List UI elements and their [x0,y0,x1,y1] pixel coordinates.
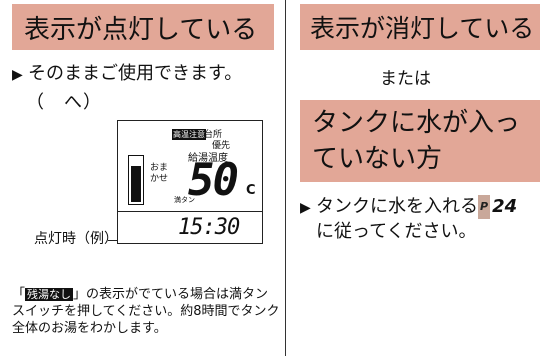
note-text: 「残湯なし」の表示がでている場合は満タンスイッチを押してください。約8時間でタン… [12,287,280,336]
heading-no-water: タンクに水が入っていない方 [300,100,540,182]
column-divider [285,0,286,356]
priority-label: 優先 [212,141,231,151]
page-ref-number: 24 [492,196,518,217]
caption-leader-line [108,240,118,241]
triangle-bullet-icon: ▶ [12,67,23,83]
temperature-unit: C [246,183,256,198]
remote-display-panel: 高温注意 台所 優先 給湯温度 おま かせ 満タン 50 C 15:30 [117,120,263,244]
temperature-value: 50 [188,155,239,206]
clock-value: 15:30 [178,215,240,240]
heading-display-off: 表示が消灯している [300,4,540,50]
room-label: 台所 [204,130,223,140]
heading-display-on: 表示が点灯している [12,4,274,50]
page-reference-paren: （ へ） [26,92,102,113]
hot-warning-tag: 高温注意 [172,129,206,140]
no-hot-water-tag: 残湯なし [25,288,74,301]
omakase-label: おま かせ [150,163,169,184]
bullet-use-as-is: ▶そのままご使用できます。 [12,62,242,87]
full-tank-label: 満タン [174,196,195,204]
panel-caption: 点灯時（例） [34,231,118,247]
page-ref-icon: P [478,195,491,219]
tank-level-fill [131,166,141,202]
supply-temp-label: 給湯温度 [188,153,228,164]
or-text: または [380,69,431,89]
tank-level-gauge [128,155,144,205]
triangle-bullet-icon: ▶ [300,200,311,216]
panel-divider [118,211,262,212]
